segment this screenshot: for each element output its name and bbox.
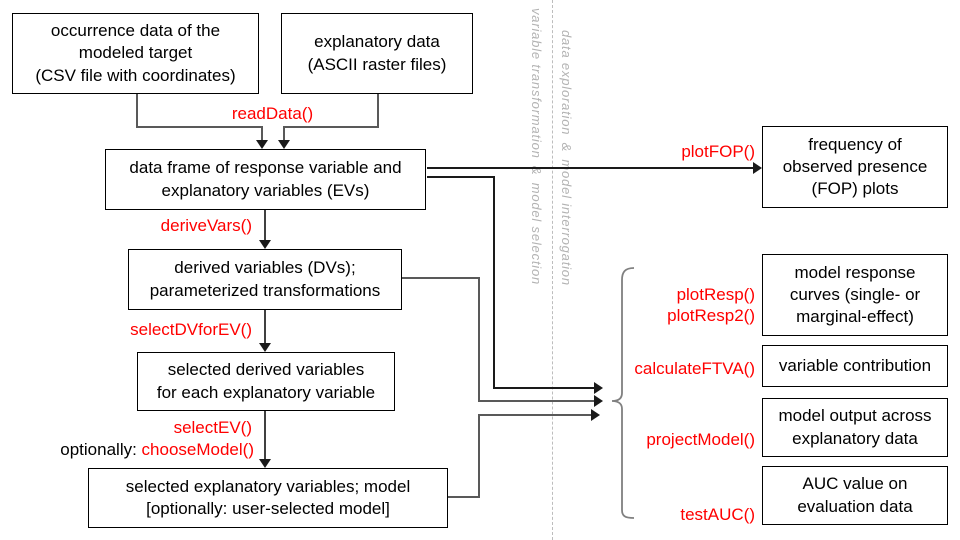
- arrowhead-selecteddvs-to-selectedevs: [259, 459, 271, 468]
- arrowhead-dataframe-to-fop: [753, 162, 762, 174]
- label-choosemodel: chooseModel(): [141, 440, 254, 459]
- connector-model-to-brace-h2: [478, 414, 593, 416]
- label-projectmodel: projectModel(): [646, 430, 755, 449]
- box-model-output: model output across explanatory data: [762, 398, 948, 457]
- side-label-data-exploration-model-interrogation: data exploration & model interrogation: [559, 30, 574, 286]
- label-optionally-prefix: optionally:: [60, 440, 142, 459]
- connector-explanatory-into-dataframe: [283, 126, 285, 141]
- label-plotfop: plotFOP(): [681, 142, 755, 161]
- box-occurrence-data: occurrence data of the modeled target (C…: [12, 13, 259, 94]
- box-selected-explanatory-variables: selected explanatory variables; model [o…: [88, 468, 448, 528]
- label-selectev: selectEV(): [173, 418, 252, 437]
- label-plotresp2: plotResp2(): [667, 306, 755, 325]
- connector-explanatory-down: [377, 94, 379, 128]
- connector-dataframe-to-brace-h2: [493, 387, 595, 389]
- label-testauc: testAUC(): [680, 505, 755, 524]
- label-selectdvforev: selectDVforEV(): [130, 320, 252, 339]
- connector-selecteddvs-to-selectedevs: [264, 411, 266, 460]
- arrowhead-explanatory-into-dataframe: [278, 140, 290, 149]
- connector-dataframe-to-derived: [264, 210, 266, 241]
- connector-occurrence-into-dataframe: [261, 126, 263, 141]
- connector-model-to-brace-h1: [448, 496, 480, 498]
- label-derivevars: deriveVars(): [160, 216, 252, 235]
- arrowhead-derived-to-selecteddvs: [259, 343, 271, 352]
- arrowhead-occurrence-into-dataframe: [256, 140, 268, 149]
- arrowhead-dataframe-to-brace: [594, 382, 603, 394]
- connector-derived-to-brace-v: [478, 277, 480, 402]
- box-fop-plots: frequency of observed presence (FOP) plo…: [762, 126, 948, 208]
- connector-derived-to-selecteddvs: [264, 310, 266, 344]
- section-divider-dashed: [552, 0, 553, 540]
- connector-occurrence-across: [136, 126, 263, 128]
- arrowhead-dataframe-to-derived: [259, 240, 271, 249]
- side-label-variable-transformation-model-selection: variable transformation & model selectio…: [529, 8, 544, 286]
- box-auc-value: AUC value on evaluation data: [762, 466, 948, 525]
- box-data-frame: data frame of response variable and expl…: [105, 149, 426, 210]
- box-derived-variables: derived variables (DVs); parameterized t…: [128, 249, 402, 310]
- label-calculateftva: calculateFTVA(): [634, 359, 755, 378]
- box-model-response-curves: model response curves (single- or margin…: [762, 254, 948, 336]
- label-readdata: readData(): [231, 104, 314, 123]
- connector-dataframe-to-brace-h1: [427, 176, 495, 178]
- arrowhead-derived-to-brace: [594, 395, 603, 407]
- connector-dataframe-to-brace-v: [493, 176, 495, 389]
- connector-derived-to-brace-h2: [478, 400, 595, 402]
- connector-explanatory-across: [283, 126, 379, 128]
- label-plotresp: plotResp(): [676, 285, 755, 304]
- arrowhead-model-to-brace: [591, 409, 600, 421]
- label-optionally-choosemodel: optionally: chooseModel(): [30, 440, 254, 460]
- box-selected-derived-variables: selected derived variables for each expl…: [137, 352, 395, 411]
- connector-dataframe-to-fop: [427, 167, 754, 169]
- connector-model-to-brace-v: [478, 414, 480, 498]
- box-explanatory-data: explanatory data (ASCII raster files): [281, 13, 473, 94]
- box-variable-contribution: variable contribution: [762, 345, 948, 387]
- connector-occurrence-down: [136, 94, 138, 128]
- grouping-brace: [611, 267, 635, 519]
- connector-derived-to-brace-h1: [402, 277, 480, 279]
